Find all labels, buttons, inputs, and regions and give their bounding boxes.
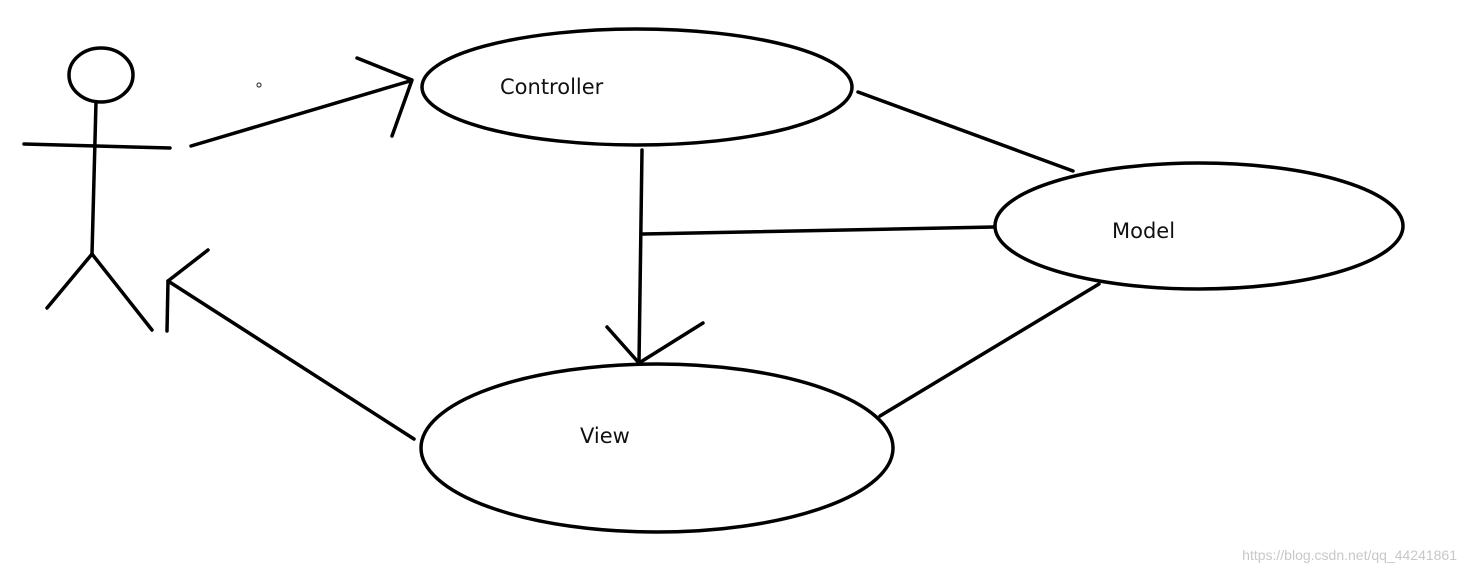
actor-body [90, 100, 98, 256]
arrow-actor-to-controller [189, 56, 414, 148]
arrow-controller-to-view [605, 148, 705, 365]
arrowhead-controller [355, 56, 414, 138]
line-controller-to-model [856, 90, 1075, 173]
line-model-to-controller-view-link [641, 225, 996, 236]
node-view: View [419, 362, 895, 534]
actor-right-leg [90, 252, 154, 332]
node-model: Model [993, 161, 1405, 291]
controller-label: Controller [500, 75, 604, 99]
actor-arms [22, 142, 172, 150]
node-controller: Controller [420, 27, 854, 147]
stick-figure-icon [22, 46, 172, 332]
arrowhead-view [605, 321, 705, 365]
arrow-view-to-actor [165, 248, 416, 441]
arrowhead-actor [165, 248, 210, 333]
watermark-text: https://blog.csdn.net/qq_44241861 [1242, 547, 1457, 563]
stray-dot [256, 82, 262, 88]
model-label: Model [1112, 219, 1175, 243]
line-model-to-view [878, 282, 1101, 418]
view-label: View [580, 424, 630, 448]
actor-left-leg [45, 252, 94, 310]
actor-head [67, 46, 135, 104]
